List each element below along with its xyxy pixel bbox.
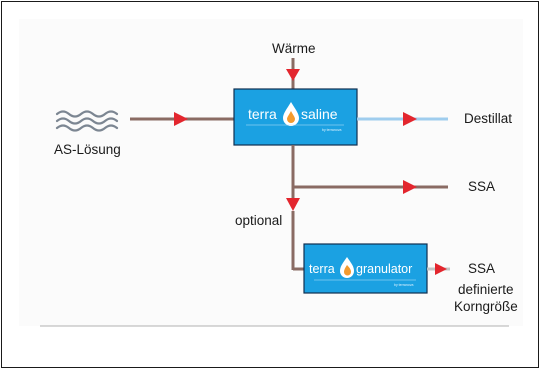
terra-granulator-box: terra granulator by terranova <box>303 243 428 294</box>
ssa-label-2: SSA <box>468 261 495 276</box>
input-arrow <box>174 112 188 126</box>
saline-word-left: terra <box>248 106 277 122</box>
grain-size-label-line1: definierte <box>458 282 514 297</box>
water-drop-icon <box>283 102 299 126</box>
optional-arrow <box>286 198 300 211</box>
waves-icon <box>55 110 119 132</box>
grain-size-label-line2: Korngröße <box>454 299 518 314</box>
saline-byline: by terranova <box>322 128 342 132</box>
granulator-byline: by terranova <box>394 283 414 287</box>
distillate-label: Destillat <box>464 111 512 126</box>
heat-arrow <box>286 69 300 81</box>
heat-label: Wärme <box>272 41 316 56</box>
optional-label: optional <box>235 213 282 228</box>
ssa-arrow <box>403 180 417 194</box>
input-label: AS-Lösung <box>54 142 121 157</box>
water-drop-icon <box>340 257 354 278</box>
diagram-background <box>19 19 523 326</box>
saline-word-right: saline <box>301 106 338 122</box>
granulator-word-left: terra <box>309 262 335 276</box>
granulator-word-right: granulator <box>356 262 412 276</box>
distillate-arrow <box>403 112 417 126</box>
terra-saline-box: terra saline by terranova <box>233 88 358 146</box>
granular-ssa-arrow <box>435 263 447 275</box>
ssa-label-1: SSA <box>468 179 495 194</box>
